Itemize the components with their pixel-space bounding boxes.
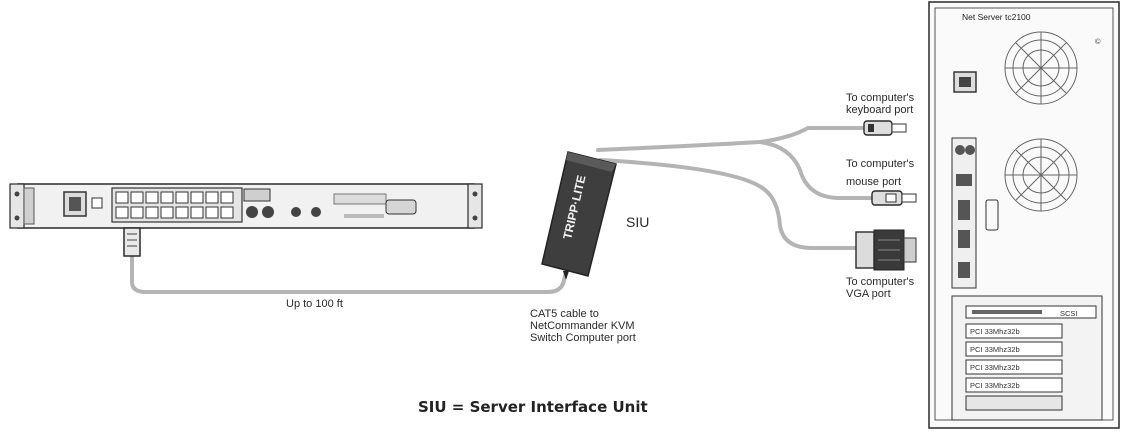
fan-bottom [1004, 138, 1078, 212]
mouse-connector [871, 190, 917, 206]
vga-port-label-line-1: To computer's [846, 276, 915, 288]
vga-cable [598, 158, 860, 250]
keyboard-port-label-line-2: keyboard port [846, 104, 914, 116]
server-tower: Net Server tc2100 © [928, 1, 1120, 429]
cat5-label-line-1: CAT5 cable to [530, 308, 599, 320]
rj45-ports [115, 191, 234, 219]
kvm-switch [9, 183, 483, 229]
distance-label: Up to 100 ft [286, 298, 343, 310]
vga-port-label: To computer's VGA port [846, 276, 914, 300]
server-model-label: Net Server tc2100 [962, 12, 1031, 22]
cat5-label-line-2: NetCommander KVM [530, 320, 635, 332]
slot-label-scsi: SCSI [1060, 309, 1078, 318]
mouse-port-label-line-1: To computer's [846, 158, 915, 170]
fan-top [1004, 31, 1078, 105]
cables [130, 126, 876, 294]
slot-label-pci-3: PCI 33Mhz32b [970, 363, 1020, 372]
slot-label-pci-4: PCI 33Mhz32b [970, 381, 1020, 390]
slot-label-pci-1: PCI 33Mhz32b [970, 327, 1020, 336]
mouse-port-label: To computer's mouse port [846, 158, 914, 188]
cat5-label-line-3: Switch Computer port [530, 332, 636, 344]
vga-connector [855, 229, 917, 271]
expansion-slots: SCSI PCI 33Mhz32b PCI 33Mhz32b PCI 33Mhz… [951, 295, 1103, 421]
keyboard-port-label-line-1: To computer's [846, 92, 915, 104]
keyboard-cable [596, 126, 868, 152]
mouse-cable [758, 140, 876, 200]
siu-definition-footnote: SIU = Server Interface Unit [418, 398, 648, 416]
slot-label-pci-2: PCI 33Mhz32b [970, 345, 1020, 354]
cat5-plug-kvm [123, 227, 141, 257]
cat5-cable [130, 253, 568, 294]
cat5-label: CAT5 cable to NetCommander KVM Switch Co… [530, 308, 636, 344]
keyboard-connector [863, 120, 907, 136]
vga-port-label-line-2: VGA port [846, 288, 891, 300]
siu-unit: TRIPP·LITE [541, 151, 617, 280]
mouse-port-label-line-2: mouse port [846, 176, 902, 188]
keyboard-port-label: To computer's keyboard port [846, 92, 914, 116]
siu-label: SIU [626, 214, 650, 230]
svg-text:©: © [1095, 37, 1101, 46]
